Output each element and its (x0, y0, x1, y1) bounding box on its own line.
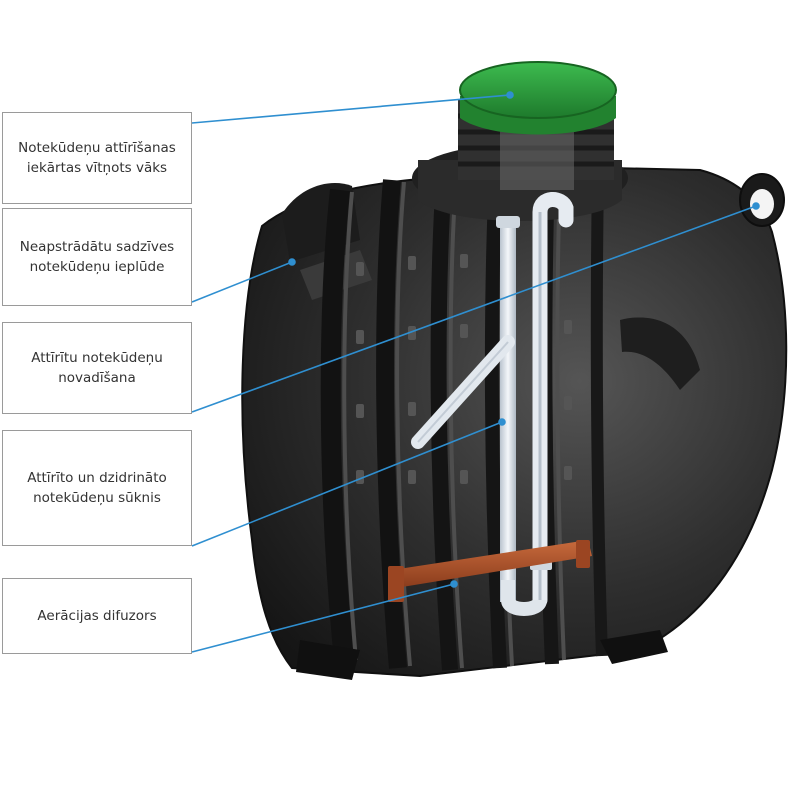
label-threaded-lid-text: Notekūdeņu attīrīšanas iekārtas vītņots … (18, 140, 176, 176)
label-raw-wastewater-inlet-text: Neapstrādātu sadzīves notekūdeņu ieplūde (19, 239, 175, 275)
label-aeration-diffuser-text: Aerācijas difuzors (37, 608, 157, 624)
label-threaded-lid: Notekūdeņu attīrīšanas iekārtas vītņots … (2, 112, 192, 204)
leader-line-lid (191, 94, 511, 124)
leader-line-diffuser (191, 583, 455, 653)
label-aeration-diffuser: Aerācijas difuzors (2, 578, 192, 654)
leader-line-outlet (191, 205, 757, 413)
label-treated-water-outlet-text: Attīrītu notekūdeņu novadīšana (31, 350, 163, 386)
leader-lines (191, 91, 760, 653)
aeration-diffuser (388, 540, 592, 602)
label-treated-water-outlet: Attīrītu notekūdeņu novadīšana (2, 322, 192, 414)
label-clarified-water-pump: Attīrīto un dzidrināto notekūdeņu sūknis (2, 430, 192, 546)
label-raw-wastewater-inlet: Neapstrādātu sadzīves notekūdeņu ieplūde (2, 208, 192, 306)
leader-line-inlet (191, 261, 293, 303)
leader-line-pump (191, 421, 503, 547)
threaded-lid (459, 61, 617, 135)
pipes (411, 192, 574, 616)
label-clarified-water-pump-text: Attīrīto un dzidrināto notekūdeņu sūknis (27, 470, 167, 506)
